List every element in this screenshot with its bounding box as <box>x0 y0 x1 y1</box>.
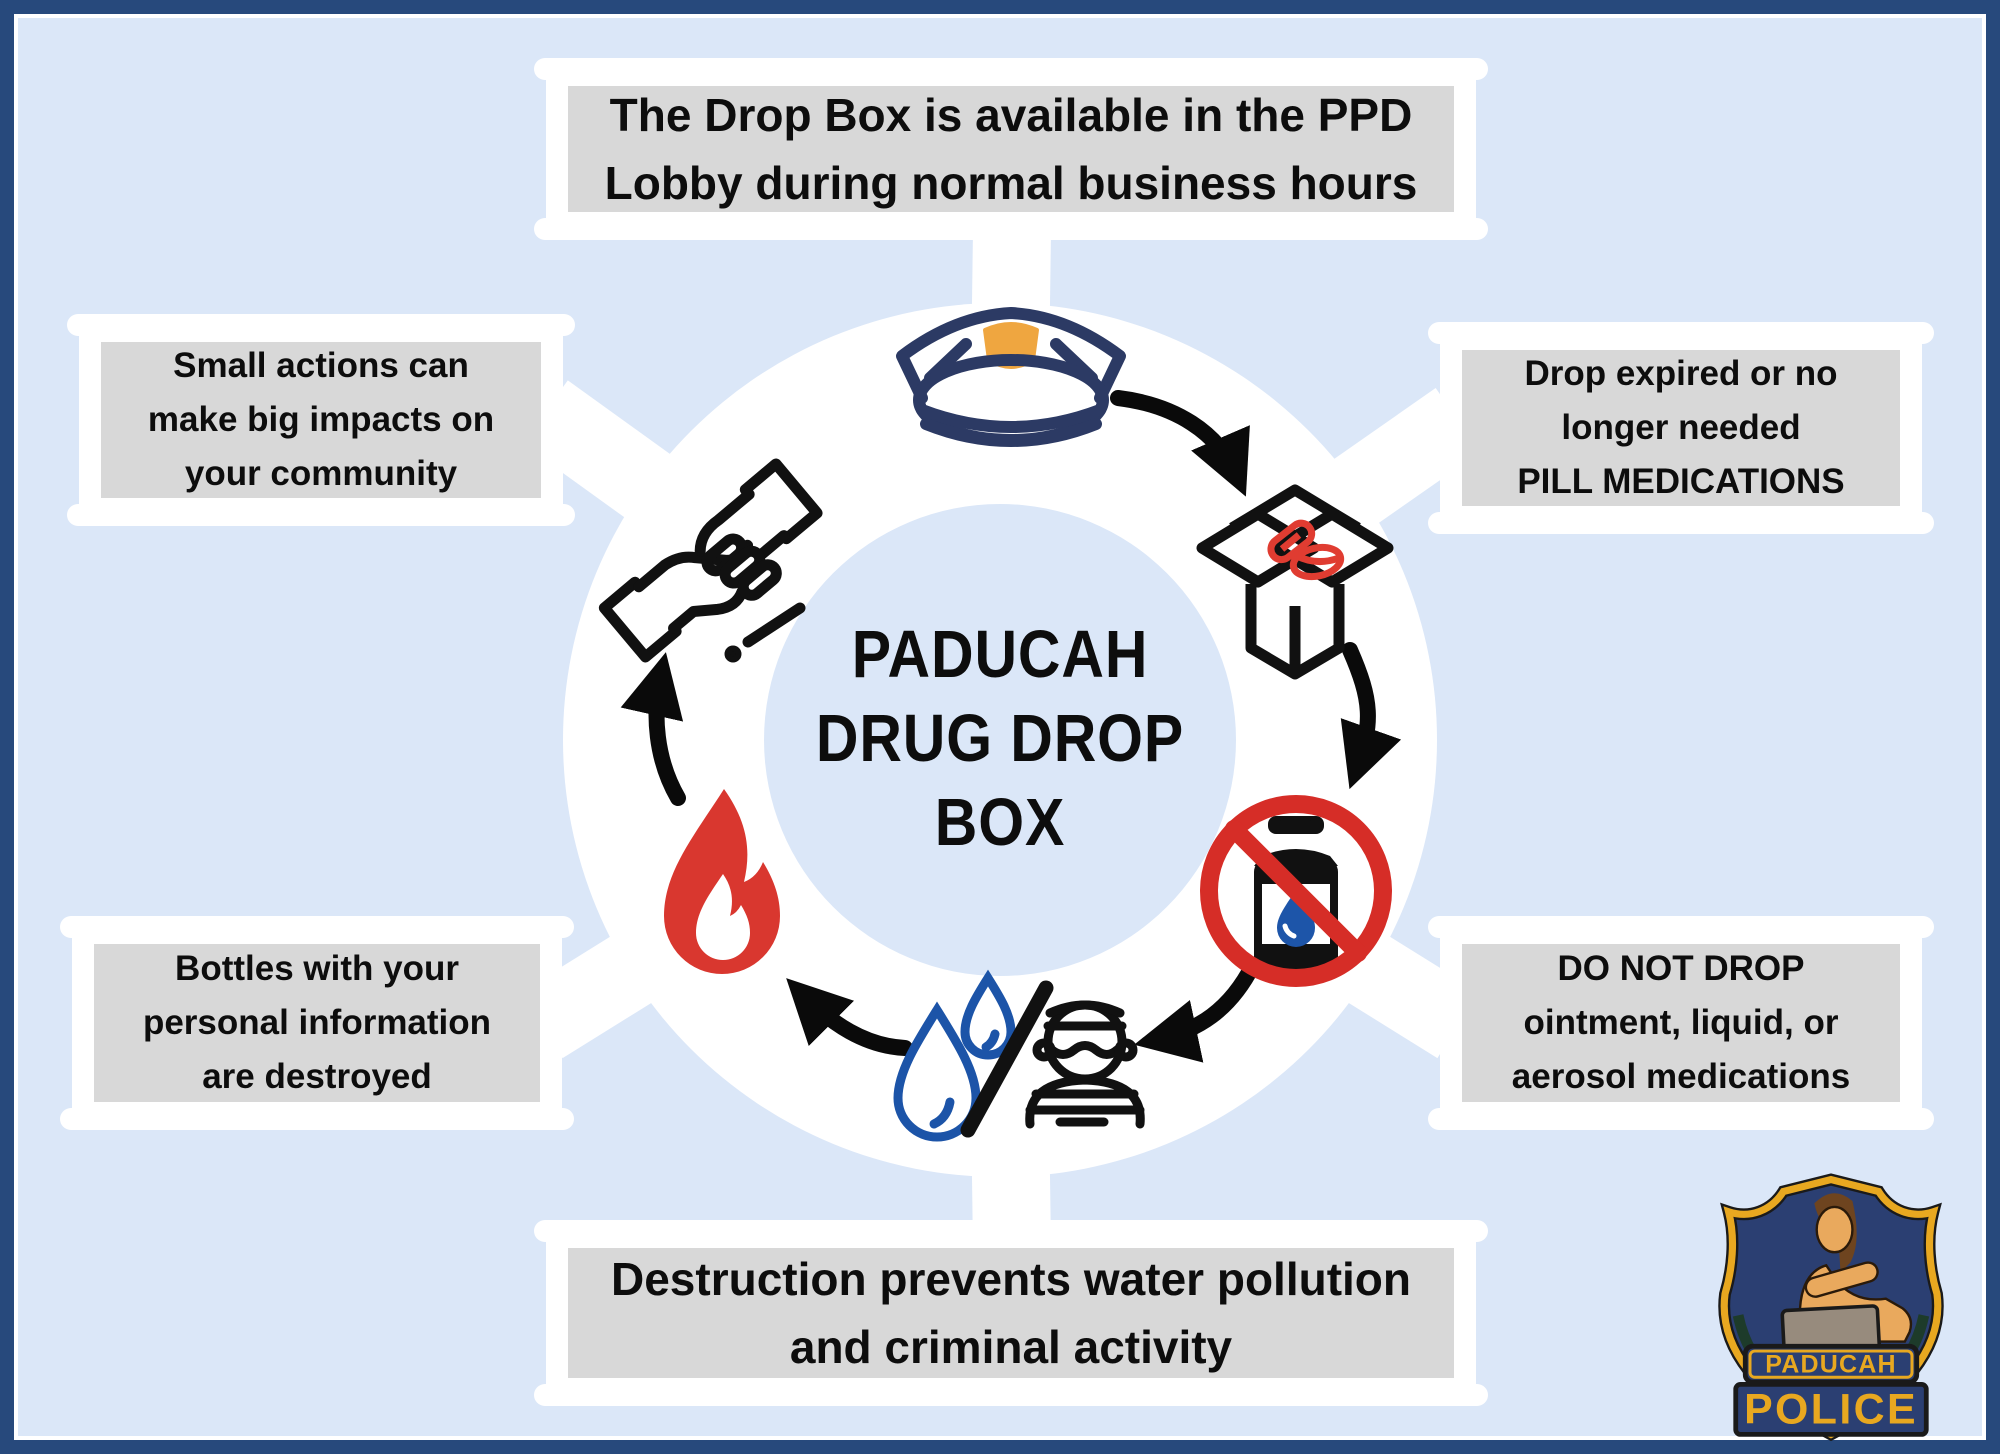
top-banner-line2: Lobby during normal business hours <box>604 157 1418 209</box>
arrow-box-to-bottle <box>1340 642 1402 790</box>
frame-bar <box>1902 332 1922 524</box>
page-title: PADUCAH DRUG DROP BOX <box>736 613 1264 865</box>
paducah-police-logo: PADUCAH POLICE <box>1718 1173 1944 1442</box>
frame-bar <box>72 926 92 1120</box>
logo-banner-dept: POLICE <box>1733 1382 1929 1437</box>
water-drops-and-thief-crossed-icon <box>893 969 1145 1142</box>
arrow-drops-to-fire <box>786 978 913 1056</box>
open-box-with-pills-icon <box>1196 484 1394 680</box>
textbox-line: personal information <box>142 1002 492 1042</box>
frame-bar <box>546 1230 566 1396</box>
textbox-do-not-drop: DO NOT DROP ointment, liquid, or aerosol… <box>1428 916 1934 1130</box>
cycle-arrows <box>620 390 1402 1063</box>
arrow-cap-to-box <box>1110 390 1250 497</box>
frame-bar <box>542 926 562 1120</box>
frame-bar <box>79 324 99 516</box>
fire-icon <box>664 789 780 974</box>
top-banner: The Drop Box is available in the PPD Lob… <box>534 58 1488 240</box>
textbox-line: Bottles with your <box>175 948 459 988</box>
textbox-drop-expired: Drop expired or no longer needed PILL ME… <box>1428 322 1934 534</box>
frame-bar <box>543 324 563 516</box>
arrow-fire-to-handshake <box>620 652 686 806</box>
title-line1: PADUCAH <box>851 617 1149 692</box>
title-line3: BOX <box>934 785 1066 860</box>
top-banner-line1: The Drop Box is available in the PPD <box>609 88 1413 141</box>
no-liquid-bottle-icon <box>1200 795 1392 987</box>
frame-bar <box>1440 926 1460 1120</box>
textbox-line: your community <box>184 454 458 494</box>
handshake-icon <box>598 458 823 663</box>
textbox-bottles-destroyed: Bottles with your personal information a… <box>60 916 574 1130</box>
cycle-inner-circle <box>764 504 1236 976</box>
textbox-line: longer needed <box>1561 407 1801 447</box>
frame-bar <box>1902 926 1922 1120</box>
title-line2: DRUG DROP <box>815 701 1185 776</box>
arrow-bottle-to-thief <box>1134 957 1261 1063</box>
textbox-line: PILL MEDICATIONS <box>1517 462 1845 502</box>
bottom-banner-line1: Destruction prevents water pollution <box>611 1252 1411 1305</box>
logo-city-text: PADUCAH <box>1765 1351 1896 1379</box>
textbox-line: are destroyed <box>202 1057 432 1097</box>
frame-bar <box>1456 1230 1476 1396</box>
textbox-line: DO NOT DROP <box>1557 948 1805 988</box>
bottom-banner-line2: and criminal activity <box>789 1321 1233 1373</box>
textbox-small-actions: Small actions can make big impacts on yo… <box>67 314 575 526</box>
bottom-banner: Destruction prevents water pollution and… <box>534 1220 1488 1406</box>
frame-bar <box>546 68 566 230</box>
frame-bar <box>1456 68 1476 230</box>
logo-dept-text: POLICE <box>1744 1386 1918 1434</box>
logo-banner-city: PADUCAH <box>1742 1343 1920 1385</box>
textbox-line: Small actions can <box>173 345 469 385</box>
frame-bar <box>1440 332 1460 524</box>
textbox-line: Drop expired or no <box>1524 353 1838 393</box>
police-cap-icon <box>896 307 1126 447</box>
textbox-line: ointment, liquid, or <box>1523 1002 1839 1042</box>
textbox-line: aerosol medications <box>1511 1057 1851 1097</box>
textbox-line: make big impacts on <box>147 399 495 439</box>
